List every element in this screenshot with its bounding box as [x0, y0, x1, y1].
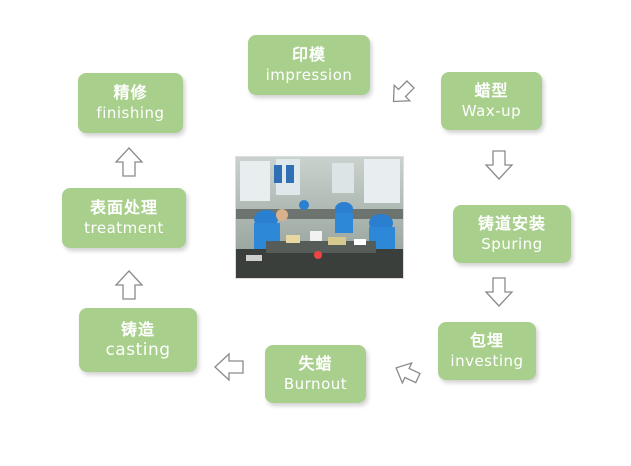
- arrow-icon: [114, 270, 144, 300]
- step-finishing-zh: 精修: [113, 83, 148, 102]
- dental-lab-workers-photo-icon: [236, 157, 403, 278]
- arrow-icon: [484, 277, 514, 307]
- step-spuring-en: Spuring: [481, 235, 543, 253]
- step-burnout-zh: 失蜡: [298, 354, 333, 373]
- step-waxup-zh: 蜡型: [474, 81, 509, 100]
- step-treatment: 表面处理 treatment: [62, 188, 186, 248]
- arrow-icon: [484, 150, 514, 180]
- arrow-icon: [214, 352, 244, 382]
- step-spuring: 铸道安装 Spuring: [453, 205, 571, 263]
- arrow-icon: [114, 147, 144, 177]
- step-impression-en: impression: [265, 66, 353, 84]
- step-investing-zh: 包埋: [469, 331, 504, 350]
- arrow-icon: [392, 80, 415, 103]
- step-casting-en: casting: [105, 340, 171, 360]
- step-waxup: 蜡型 Wax-up: [441, 72, 542, 130]
- step-casting-zh: 铸造: [120, 320, 155, 339]
- step-impression-zh: 印模: [291, 45, 326, 64]
- step-finishing-en: finishing: [96, 104, 165, 122]
- dental-lab-photo: [235, 156, 404, 279]
- arrow-icon: [395, 361, 421, 385]
- step-burnout: 失蜡 Burnout: [265, 345, 366, 403]
- step-waxup-en: Wax-up: [461, 102, 522, 120]
- step-treatment-zh: 表面处理: [89, 198, 158, 217]
- step-treatment-en: treatment: [84, 219, 164, 237]
- step-casting: 铸造 casting: [79, 308, 197, 372]
- step-spuring-zh: 铸道安装: [477, 214, 546, 233]
- step-investing-en: investing: [450, 352, 524, 370]
- step-burnout-en: Burnout: [283, 375, 348, 393]
- step-impression: 印模 impression: [248, 35, 370, 95]
- step-finishing: 精修 finishing: [78, 73, 183, 133]
- step-investing: 包埋 investing: [438, 322, 536, 380]
